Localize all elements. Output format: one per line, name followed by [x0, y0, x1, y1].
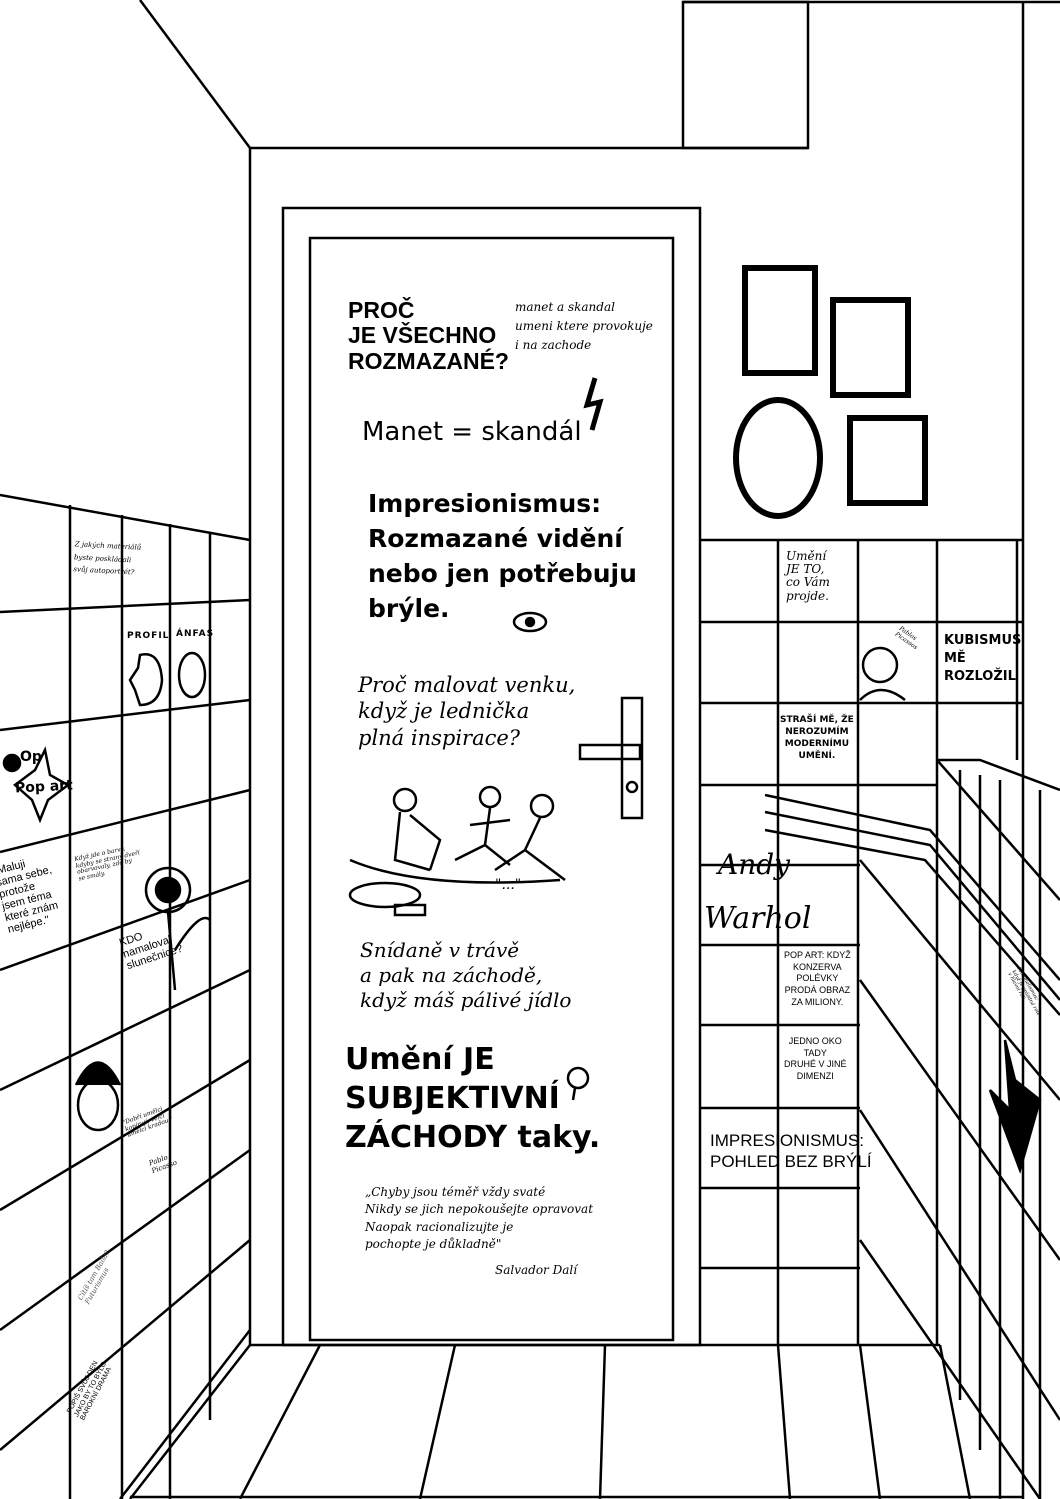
room-outline [138, 0, 1060, 1499]
picnic-quote: "..." [495, 877, 522, 893]
profil-label: PROFIL [127, 631, 170, 641]
door-title: PROČ JE VŠECHNO ROZMAZANÉ? [348, 297, 509, 374]
door[interactable] [281, 206, 702, 1347]
op-label: Op [20, 749, 42, 765]
malovat-text: Proč malovat venku, když je lednička pln… [358, 673, 576, 750]
impresionismus-text: Impresionismus: Rozmazané vidění nebo je… [368, 489, 637, 623]
left-wall-tiles [0, 493, 251, 1499]
andy-text: Andy [718, 848, 790, 881]
jedno-oko-text: JEDNO OKO TADY DRUHÉ V JINÉ DIMENZI [784, 1036, 847, 1082]
right-wall-tiles [700, 540, 1060, 1499]
umeni-subjektivni-text: Umění JE SUBJEKTIVNÍ ZÁCHODY taky. [345, 1042, 601, 1155]
impresionismus-bez-bryli-text: IMPRESIONISMUS: POHLED BEZ BRÝLÍ [710, 1131, 872, 1172]
warhol-text: Warhol [704, 901, 812, 936]
picnic-drawing [348, 785, 566, 917]
dali-quote: „Chyby jsou téměř vždy svaté Nikdy se ji… [365, 1185, 594, 1252]
star-sculpture [988, 1039, 1042, 1174]
frida-portrait [74, 1061, 122, 1132]
door-handle[interactable] [578, 696, 644, 820]
picture-frames [733, 265, 928, 519]
pop-art-label: Pop art [14, 777, 74, 797]
picasso-portrait [859, 646, 906, 701]
dali-author: Salvador Dalí [495, 1263, 578, 1277]
profile-faces [128, 651, 207, 707]
umeni-jeto-text: Umění JE TO, co Vám projde. [786, 549, 830, 603]
lightbulb-icon [566, 1066, 590, 1101]
snidane-text: Snídaně v trávě a pak na záchodě, když m… [360, 938, 572, 1012]
pop-art-burst [2, 746, 71, 824]
pop-art-kdyz-text: POP ART: KDYŽ KONZERVA POLÉVKY PRODÁ OBR… [784, 950, 851, 1007]
kubismus-text: KUBISMUS MĚ ROZLOŽIL [944, 633, 1022, 685]
door-note: manet a skandal umeni ktere provokuje i … [515, 300, 653, 353]
sunflower [144, 866, 211, 991]
lightning-icon [583, 377, 604, 431]
eye-icon [512, 611, 548, 633]
materials-text: Z jakých materiálů byste poskládali svůj… [73, 540, 142, 577]
anfas-label: ÁNFAS [176, 629, 215, 639]
floor-boards [129, 1344, 1023, 1499]
strasi-text: STRAŠÍ MĚ, ŽE NEROZUMÍM MODERNÍMU UMĚNÍ. [780, 715, 854, 762]
manet-text: Manet = skandál [362, 417, 582, 447]
